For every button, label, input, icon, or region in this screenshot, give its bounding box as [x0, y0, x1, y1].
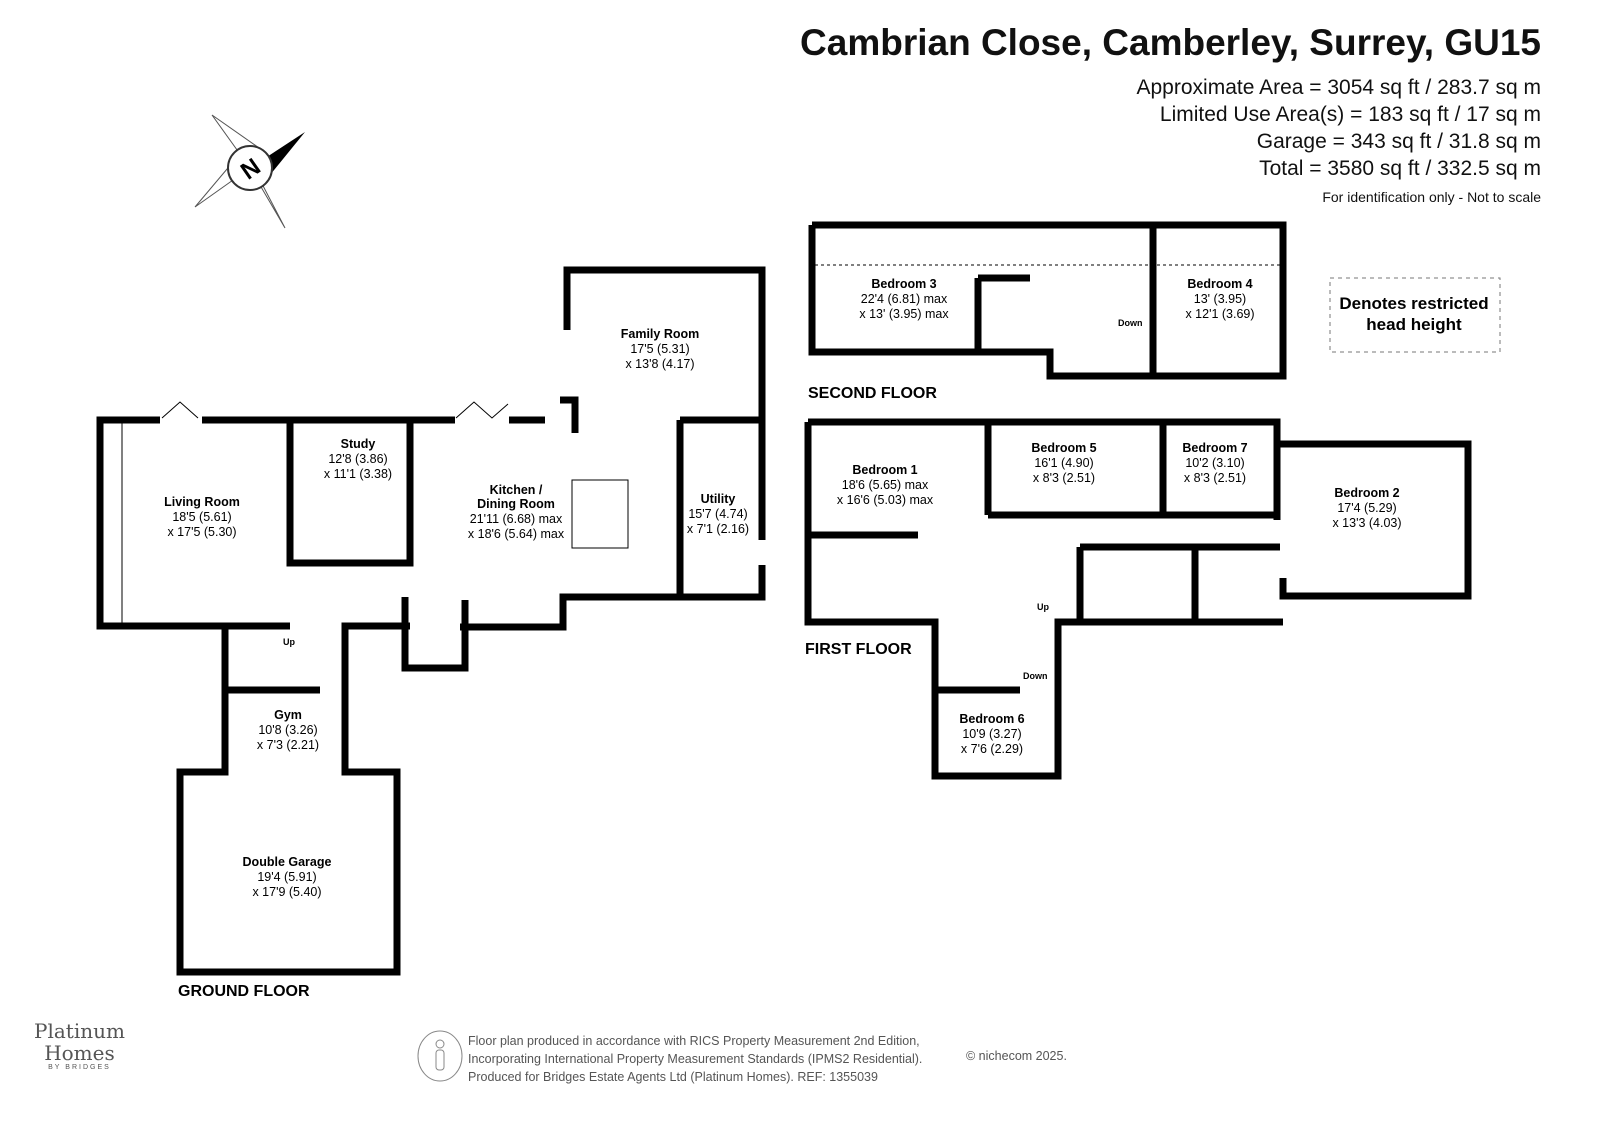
- svg-text:Bedroom 1: Bedroom 1: [852, 463, 917, 477]
- svg-text:13' (3.95): 13' (3.95): [1194, 292, 1246, 306]
- svg-text:x 7'6 (2.29): x 7'6 (2.29): [961, 742, 1023, 756]
- svg-text:x 8'3 (2.51): x 8'3 (2.51): [1033, 471, 1095, 485]
- total-area: Total = 3580 sq ft / 332.5 sq m: [1259, 157, 1541, 180]
- svg-text:22'4 (6.81) max: 22'4 (6.81) max: [861, 292, 948, 306]
- svg-text:15'7 (4.74): 15'7 (4.74): [688, 507, 747, 521]
- svg-text:Bedroom 5: Bedroom 5: [1031, 441, 1096, 455]
- svg-text:10'9 (3.27): 10'9 (3.27): [962, 727, 1021, 741]
- ground-floor-walls: [96, 266, 766, 976]
- svg-text:x 17'9 (5.40): x 17'9 (5.40): [252, 885, 321, 899]
- svg-text:16'1 (4.90): 16'1 (4.90): [1034, 456, 1093, 470]
- svg-text:x 13'8 (4.17): x 13'8 (4.17): [625, 357, 694, 371]
- svg-text:18'6 (5.65) max: 18'6 (5.65) max: [842, 478, 929, 492]
- compass-icon: N: [194, 114, 305, 229]
- svg-text:x 11'1 (3.38): x 11'1 (3.38): [324, 467, 392, 481]
- svg-text:x 7'3 (2.21): x 7'3 (2.21): [257, 738, 319, 752]
- svg-text:21'11 (6.68) max: 21'11 (6.68) max: [470, 512, 563, 526]
- approximate-area: Approximate Area = 3054 sq ft / 283.7 sq…: [1136, 76, 1542, 99]
- garage-area: Garage = 343 sq ft / 31.8 sq m: [1256, 130, 1541, 153]
- ground-floor-labels: Living Room 18'5 (5.61) x 17'5 (5.30) St…: [164, 327, 749, 1000]
- svg-text:x 17'5 (5.30): x 17'5 (5.30): [167, 525, 236, 539]
- svg-text:Living Room: Living Room: [164, 495, 240, 509]
- svg-text:17'4 (5.29): 17'4 (5.29): [1337, 501, 1396, 515]
- svg-text:x 7'1 (2.16): x 7'1 (2.16): [687, 522, 749, 536]
- limited-use-area: Limited Use Area(s) = 183 sq ft / 17 sq …: [1159, 103, 1541, 126]
- svg-text:Denotes restricted: Denotes restricted: [1339, 294, 1488, 313]
- second-floor-labels: Bedroom 3 22'4 (6.81) max x 13' (3.95) m…: [808, 277, 1255, 402]
- svg-text:Kitchen /: Kitchen /: [490, 483, 543, 497]
- disclaimer-note: For identification only - Not to scale: [1322, 189, 1541, 205]
- svg-text:Bedroom 4: Bedroom 4: [1187, 277, 1252, 291]
- svg-text:17'5 (5.31): 17'5 (5.31): [630, 342, 689, 356]
- svg-text:Double Garage: Double Garage: [243, 855, 332, 869]
- svg-text:Family Room: Family Room: [621, 327, 700, 341]
- platinum-homes-logo: Platinum Homes BY BRIDGES: [34, 1019, 125, 1071]
- footer-text: Floor plan produced in accordance with R…: [468, 1034, 923, 1084]
- svg-text:head height: head height: [1366, 315, 1462, 334]
- svg-text:Bedroom 3: Bedroom 3: [871, 277, 936, 291]
- svg-text:Gym: Gym: [274, 708, 302, 722]
- second-floor-label: SECOND FLOOR: [808, 385, 937, 402]
- svg-text:Dining Room: Dining Room: [477, 497, 555, 511]
- svg-text:Utility: Utility: [701, 492, 736, 506]
- svg-text:x 16'6 (5.03) max: x 16'6 (5.03) max: [837, 493, 934, 507]
- svg-text:10'8 (3.26): 10'8 (3.26): [258, 723, 317, 737]
- svg-text:x 13'3 (4.03): x 13'3 (4.03): [1332, 516, 1401, 530]
- svg-text:x 18'6 (5.64) max: x 18'6 (5.64) max: [468, 527, 565, 541]
- svg-text:Bedroom 2: Bedroom 2: [1334, 486, 1399, 500]
- svg-text:Bedroom 7: Bedroom 7: [1182, 441, 1247, 455]
- svg-text:Up: Up: [283, 637, 295, 647]
- restricted-height-legend: Denotes restricted head height: [1329, 277, 1501, 353]
- svg-text:x 12'1 (3.69): x 12'1 (3.69): [1185, 307, 1254, 321]
- svg-text:19'4 (5.91): 19'4 (5.91): [257, 870, 316, 884]
- svg-text:Bedroom 6: Bedroom 6: [959, 712, 1024, 726]
- ground-floor-label: GROUND FLOOR: [178, 983, 310, 1000]
- first-floor-label: FIRST FLOOR: [805, 641, 912, 658]
- first-floor-walls: [804, 418, 1472, 780]
- first-floor-labels: Bedroom 1 18'6 (5.65) max x 16'6 (5.03) …: [805, 441, 1402, 756]
- second-floor-walls: [808, 221, 1287, 380]
- svg-text:Study: Study: [341, 437, 376, 451]
- copyright: © nichecom 2025.: [966, 1049, 1067, 1063]
- svg-text:12'8 (3.86): 12'8 (3.86): [328, 452, 387, 466]
- svg-text:Down: Down: [1118, 318, 1143, 328]
- svg-text:x 8'3 (2.51): x 8'3 (2.51): [1184, 471, 1246, 485]
- svg-text:10'2 (3.10): 10'2 (3.10): [1185, 456, 1244, 470]
- property-address-title: Cambrian Close, Camberley, Surrey, GU15: [800, 22, 1541, 63]
- svg-text:Up: Up: [1037, 602, 1049, 612]
- svg-text:x 13' (3.95) max: x 13' (3.95) max: [859, 307, 949, 321]
- svg-text:Down: Down: [1023, 671, 1048, 681]
- svg-text:18'5 (5.61): 18'5 (5.61): [172, 510, 231, 524]
